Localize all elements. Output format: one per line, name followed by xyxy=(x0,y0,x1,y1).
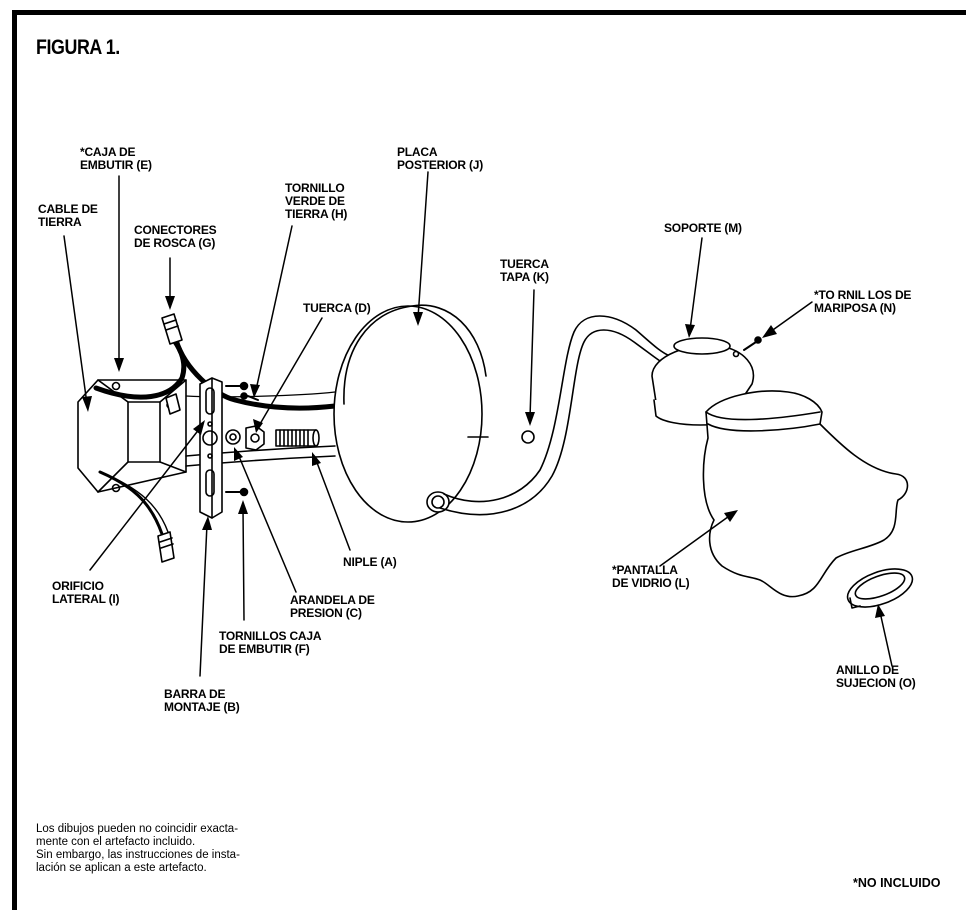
mounting-bar xyxy=(199,377,223,519)
screws xyxy=(225,381,259,497)
label-glass-shade: *PANTALLA DE VIDRIO (L) xyxy=(612,563,690,590)
label-nipple: NIPLE (A) xyxy=(343,555,397,569)
label-cap-nut: TUERCA TAPA (K) xyxy=(500,257,549,284)
arm xyxy=(439,315,671,516)
back-plate xyxy=(333,304,489,523)
figure-title: FIGURA 1. xyxy=(36,36,120,59)
label-wing-screws: *TO RNIL LOS DE MARIPOSA (N) xyxy=(814,288,912,315)
label-lock-washer: ARANDELA DE PRESION (C) xyxy=(290,593,375,620)
label-junction-box: *CAJA DE EMBUTIR (E) xyxy=(80,145,152,172)
retaining-ring xyxy=(846,568,914,609)
label-holder: SOPORTE (M) xyxy=(664,221,742,235)
label-side-hole: ORIFICIO LATERAL (I) xyxy=(52,579,120,606)
wire-connectors xyxy=(157,313,183,563)
label-outlet-box-screws: TORNILLOS CAJA DE EMBUTIR (F) xyxy=(219,629,322,656)
glass-shade xyxy=(702,390,909,598)
cap-nut xyxy=(521,430,535,444)
disclaimer-note: Los dibujos pueden no coincidir exacta- … xyxy=(36,823,240,874)
leader-lines xyxy=(63,171,893,677)
label-retaining-ring: ANILLO DE SUJECION (O) xyxy=(836,663,916,690)
label-back-plate: PLACA POSTERIOR (J) xyxy=(397,145,484,172)
label-green-ground-screw: TORNILLO VERDE DE TIERRA (H) xyxy=(285,181,348,221)
label-mounting-bar: BARRA DE MONTAJE (B) xyxy=(164,687,240,714)
nipple-assembly xyxy=(225,425,320,451)
label-nut: TUERCA (D) xyxy=(303,301,371,315)
not-included-note: *NO INCLUIDO xyxy=(853,876,941,890)
label-wire-connectors: CONECTORES DE ROSCA (G) xyxy=(134,223,217,250)
figure-frame xyxy=(12,10,966,910)
label-ground-wire: CABLE DE TIERRA xyxy=(38,202,98,229)
